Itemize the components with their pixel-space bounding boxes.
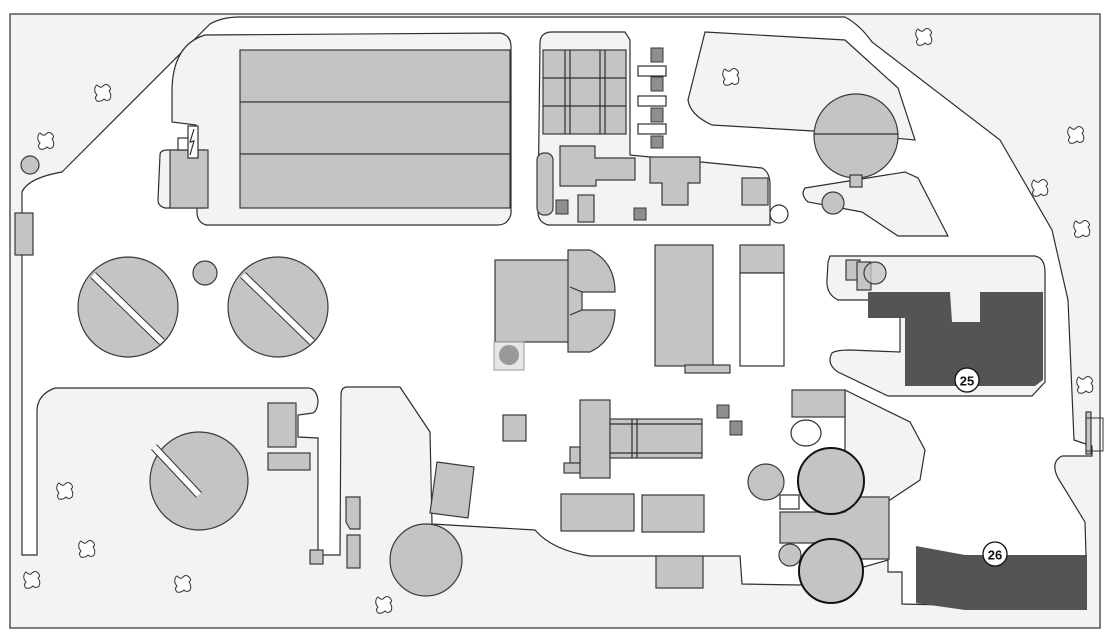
- building: [655, 555, 704, 589]
- tree-icon: [37, 132, 55, 150]
- building: [609, 418, 703, 459]
- small-tank: [863, 261, 887, 285]
- tree-icon: [722, 68, 740, 86]
- warehouse: [239, 49, 511, 103]
- building: [429, 461, 475, 519]
- small-tank: [778, 543, 802, 567]
- transformer-icon: [187, 125, 199, 159]
- small-building: [650, 135, 664, 149]
- tree-icon: [56, 482, 74, 500]
- large-tank: [797, 447, 865, 515]
- small-building: [633, 207, 647, 221]
- tank-with-walkway: [149, 431, 249, 531]
- label-26-text: 26: [988, 548, 1002, 563]
- large-tank: [813, 93, 899, 179]
- small-building: [779, 494, 800, 510]
- large-tank: [798, 538, 864, 604]
- small-building: [650, 76, 664, 92]
- tree-icon: [78, 540, 96, 558]
- small-building: [650, 107, 664, 123]
- building-roof: [739, 244, 785, 274]
- small-tank: [192, 260, 218, 286]
- tank-with-walkway: [77, 256, 179, 358]
- tree-icon: [1076, 376, 1094, 394]
- lightning-icon: [189, 128, 195, 156]
- gate-box: [1085, 417, 1104, 452]
- small-building: [346, 534, 361, 569]
- small-building: [569, 446, 581, 464]
- bay: [637, 123, 667, 135]
- warehouse: [239, 101, 511, 155]
- label-25: 25: [954, 367, 980, 393]
- tree-icon: [23, 571, 41, 589]
- small-building: [502, 414, 527, 442]
- tree-icon: [1067, 126, 1085, 144]
- gate-building: [14, 212, 34, 256]
- open-tank: [790, 419, 822, 447]
- building: [579, 399, 611, 479]
- building: [641, 494, 705, 533]
- parcel-tank-right: [802, 171, 949, 237]
- label-25-text: 25: [960, 374, 974, 389]
- small-building: [716, 404, 730, 419]
- capsule-tank: [536, 152, 554, 216]
- building-open: [739, 272, 785, 367]
- label-26: 26: [982, 541, 1008, 567]
- small-building: [849, 174, 863, 188]
- small-building: [741, 177, 769, 206]
- small-building: [729, 420, 743, 436]
- small-building: [309, 549, 324, 565]
- building: [494, 259, 571, 343]
- long-building: [654, 244, 714, 367]
- small-building: [555, 199, 569, 215]
- building: [267, 452, 311, 471]
- tree-icon: [915, 28, 933, 46]
- building-line: [569, 286, 583, 316]
- tree-icon: [1073, 220, 1091, 238]
- small-tank: [499, 345, 519, 365]
- building-grid: [542, 49, 627, 135]
- small-tank: [20, 155, 40, 175]
- tree-icon: [94, 84, 112, 102]
- process-building: [649, 156, 701, 206]
- substation-building: [169, 149, 209, 209]
- annex: [684, 364, 731, 374]
- tank: [747, 463, 785, 501]
- bay: [637, 95, 667, 107]
- tree-icon: [375, 596, 393, 614]
- small-building: [345, 496, 361, 530]
- building: [560, 493, 635, 532]
- tank: [389, 523, 463, 597]
- building-25: [868, 292, 1043, 386]
- building: [791, 389, 846, 418]
- building-lines: [610, 419, 702, 458]
- small-tank: [821, 191, 845, 215]
- tree-icon: [1031, 179, 1049, 197]
- bay: [637, 65, 667, 77]
- small-building: [577, 194, 595, 223]
- tank-with-walkway: [227, 256, 329, 358]
- process-building: [559, 145, 636, 187]
- grid-lines: [543, 50, 626, 134]
- small-building: [563, 462, 581, 474]
- warehouse: [239, 153, 511, 209]
- small-tank: [769, 204, 789, 224]
- building: [267, 402, 297, 448]
- small-building: [650, 47, 664, 63]
- building-26: [916, 546, 1087, 610]
- tree-icon: [174, 575, 192, 593]
